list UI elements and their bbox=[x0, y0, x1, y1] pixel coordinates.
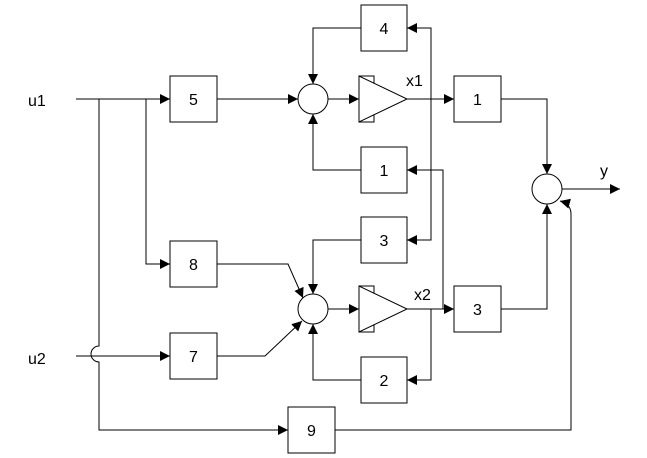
wire-out1-to-sumy bbox=[501, 98, 552, 174]
summing-junction-output bbox=[531, 173, 563, 205]
summing-junction-1 bbox=[297, 83, 329, 115]
gain-block-2-feedback: 2 bbox=[360, 356, 408, 404]
wire-x1-to-4 bbox=[407, 23, 432, 99]
svg-text:3: 3 bbox=[380, 233, 389, 250]
wire-x1-to-3 bbox=[407, 99, 432, 245]
svg-text:7: 7 bbox=[189, 349, 198, 366]
signal-y-label: y bbox=[600, 163, 608, 180]
summing-junction-2 bbox=[297, 293, 329, 325]
signal-u1-label: u1 bbox=[28, 93, 46, 110]
svg-text:3: 3 bbox=[473, 302, 482, 319]
gain-block-1-output: 1 bbox=[453, 75, 502, 123]
wires bbox=[76, 23, 620, 435]
wire-3-to-sum2 bbox=[308, 239, 361, 294]
signal-x2-label: x2 bbox=[414, 287, 431, 304]
gain-block-5: 5 bbox=[169, 75, 218, 123]
wire-u1-to-9 bbox=[90, 99, 288, 435]
svg-text:2: 2 bbox=[380, 373, 389, 390]
wire-8-to-sum2 bbox=[217, 263, 304, 299]
wire-7-to-sum2 bbox=[217, 320, 303, 357]
signal-x1-label: x1 bbox=[406, 73, 423, 90]
gain-block-7: 7 bbox=[169, 332, 218, 380]
svg-text:1: 1 bbox=[473, 92, 482, 109]
gain-block-1-feedback: 1 bbox=[360, 146, 408, 194]
wire-2fb-to-sum2 bbox=[308, 324, 361, 381]
wire-out3-to-sumy bbox=[501, 204, 552, 310]
svg-text:1: 1 bbox=[380, 163, 389, 180]
integrator-2 bbox=[358, 285, 409, 333]
wire-1fb-to-sum1 bbox=[308, 114, 361, 171]
gain-block-4: 4 bbox=[360, 4, 408, 52]
gain-block-8: 8 bbox=[169, 240, 218, 288]
signal-u2-label: u2 bbox=[28, 351, 46, 368]
gain-block-3-output: 3 bbox=[453, 285, 502, 333]
svg-text:9: 9 bbox=[307, 423, 316, 440]
wire-x2-to-1fb bbox=[407, 165, 444, 309]
svg-text:4: 4 bbox=[380, 21, 389, 38]
gain-block-9: 9 bbox=[287, 406, 336, 454]
svg-text:8: 8 bbox=[189, 257, 198, 274]
wire-u1-to-8 bbox=[145, 99, 170, 269]
gain-block-3-cross: 3 bbox=[360, 216, 408, 264]
integrator-1 bbox=[358, 75, 409, 123]
svg-text:5: 5 bbox=[189, 92, 198, 109]
wire-x2-to-2 bbox=[407, 309, 432, 385]
wire-4-to-sum1 bbox=[308, 27, 361, 84]
wire-9-to-sumy bbox=[335, 198, 572, 431]
